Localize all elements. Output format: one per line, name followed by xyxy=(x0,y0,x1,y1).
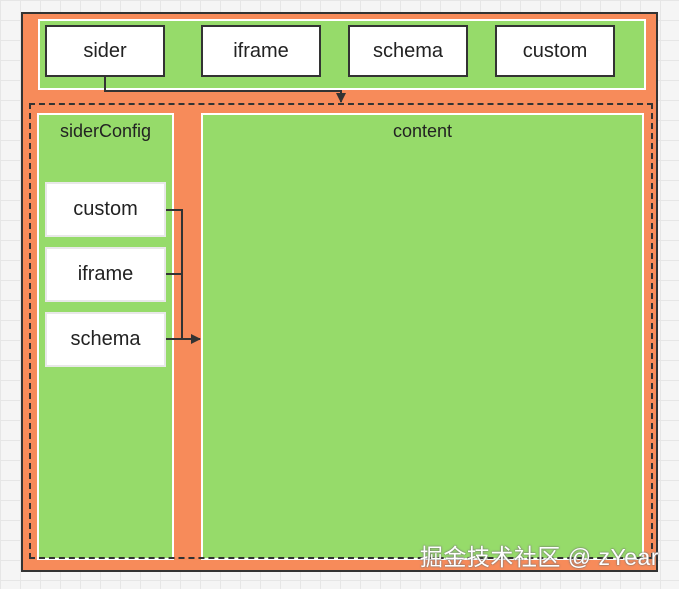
tab-schema[interactable]: schema xyxy=(348,25,468,77)
sider-config-label: siderConfig xyxy=(59,121,152,141)
tab-sider[interactable]: sider xyxy=(45,25,165,77)
content-panel xyxy=(201,113,644,560)
tab-custom[interactable]: custom xyxy=(495,25,615,77)
sider-item-custom[interactable]: custom xyxy=(45,182,166,237)
watermark: 掘金技术社区 @ zYear xyxy=(419,544,659,570)
sider-item-iframe[interactable]: iframe xyxy=(45,247,166,302)
sider-item-schema[interactable]: schema xyxy=(45,312,166,367)
tab-iframe[interactable]: iframe xyxy=(201,25,321,77)
content-label: content xyxy=(392,121,453,141)
